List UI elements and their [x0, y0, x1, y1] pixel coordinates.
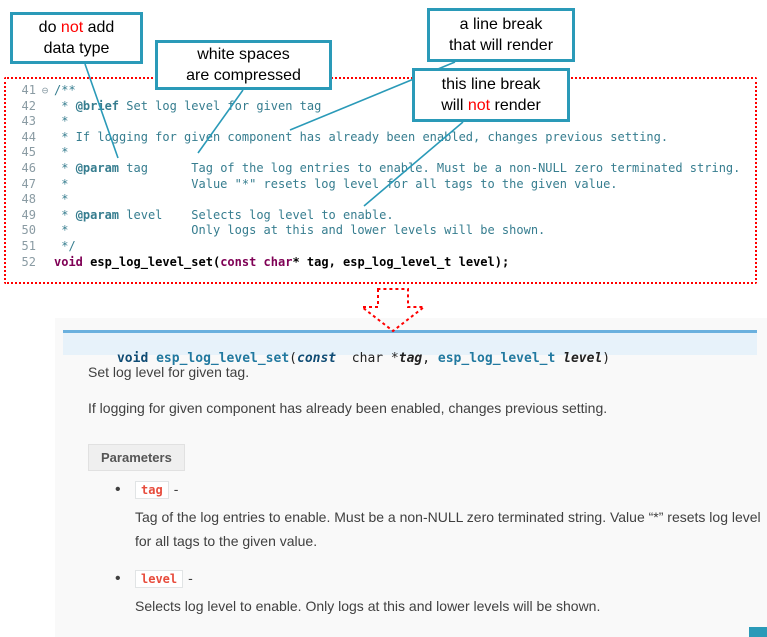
code-text: *: [54, 192, 69, 207]
callout-whitespace: white spaces are compressed: [155, 40, 332, 90]
emphasis-not: not: [60, 19, 84, 36]
parameter-item-tag: tag- Tag of the log entries to enable. M…: [135, 481, 765, 553]
emphasis-not: not: [467, 97, 491, 114]
line-number: 52: [21, 254, 36, 269]
doc-detail-paragraph: If logging for given component has alrea…: [88, 400, 608, 416]
code-line: 48 *: [10, 192, 740, 208]
code-text: * Only logs at this and lower levels wil…: [54, 223, 546, 238]
code-line: 50 * Only logs at this and lower levels …: [10, 223, 740, 239]
param-description: Tag of the log entries to enable. Must b…: [135, 509, 761, 549]
param-dash: -: [188, 570, 193, 586]
parameters-heading: Parameters: [88, 444, 185, 471]
param-name-literal: tag: [135, 481, 169, 499]
callout-line: will not render: [441, 97, 541, 114]
code-text: *: [54, 145, 69, 160]
callout-line: that will render: [448, 37, 554, 54]
line-number: 43: [21, 114, 36, 129]
code-text: */: [54, 238, 76, 253]
line-number: 45: [21, 145, 36, 160]
sig-type-link[interactable]: esp_log_level_t: [437, 351, 564, 366]
sig-arg-tag: tag: [398, 351, 423, 366]
code-text: /**: [54, 83, 76, 97]
param-dash: -: [173, 481, 179, 497]
param-description: Selects log level to enable. Only logs a…: [135, 598, 601, 614]
code-text: void esp_log_level_set(const char* tag, …: [54, 254, 510, 269]
line-number: 50: [21, 223, 36, 238]
rendered-doc-panel: void esp_log_level_set(const char *tag, …: [55, 318, 767, 637]
callout-line: white spaces: [197, 46, 290, 63]
code-line: 41 ⊖ /**: [10, 83, 740, 99]
sig-function-name: esp_log_level_set: [156, 351, 290, 366]
callout-no-datatype: do not add data type: [10, 12, 143, 64]
code-line: 52 void esp_log_level_set(const char* tag…: [10, 255, 740, 271]
parameter-item-level: level- Selects log level to enable. Only…: [135, 570, 765, 618]
line-number: 47: [21, 176, 36, 191]
line-number: 49: [21, 207, 36, 222]
callout-line: are compressed: [186, 67, 301, 84]
function-signature: void esp_log_level_set(const char *tag, …: [63, 330, 757, 366]
sig-return-type: void: [116, 351, 157, 366]
line-number: 48: [21, 192, 36, 207]
line-number: 41: [21, 83, 36, 97]
sig-paren-close: ): [602, 351, 611, 366]
line-number: 46: [21, 160, 36, 175]
callout-line: this line break: [441, 76, 541, 93]
code-line: 49 * @param level Selects log level to e…: [10, 208, 740, 224]
sig-paren: (: [289, 351, 297, 366]
sig-arg-level: level: [563, 351, 603, 366]
code-highlight-frame: [4, 77, 757, 284]
callout-break-render: a line break that will render: [427, 8, 575, 62]
line-number: 51: [21, 238, 36, 253]
callout-line: do not add: [38, 19, 115, 36]
callout-line: a line break: [459, 16, 543, 33]
code-text: *: [54, 114, 69, 129]
code-line: 51 */: [10, 239, 740, 255]
param-name-literal: level: [135, 570, 184, 588]
doc-brief-paragraph: Set log level for given tag.: [88, 364, 250, 380]
line-number: 44: [21, 129, 36, 144]
sig-comma: ,: [422, 351, 438, 366]
code-line: 43 *: [10, 114, 740, 130]
code-text: * @param level Selects log level to enab…: [54, 207, 394, 222]
callout-line: data type: [43, 40, 110, 57]
line-number: 42: [21, 98, 36, 113]
sig-const-keyword: const: [297, 351, 337, 366]
sig-char-type: char *: [336, 351, 399, 366]
callout-break-norender: this line break will not render: [412, 68, 570, 122]
fold-collapse-icon[interactable]: ⊖: [41, 84, 49, 97]
code-line: 45 *: [10, 145, 740, 161]
corner-mark: [749, 627, 767, 637]
